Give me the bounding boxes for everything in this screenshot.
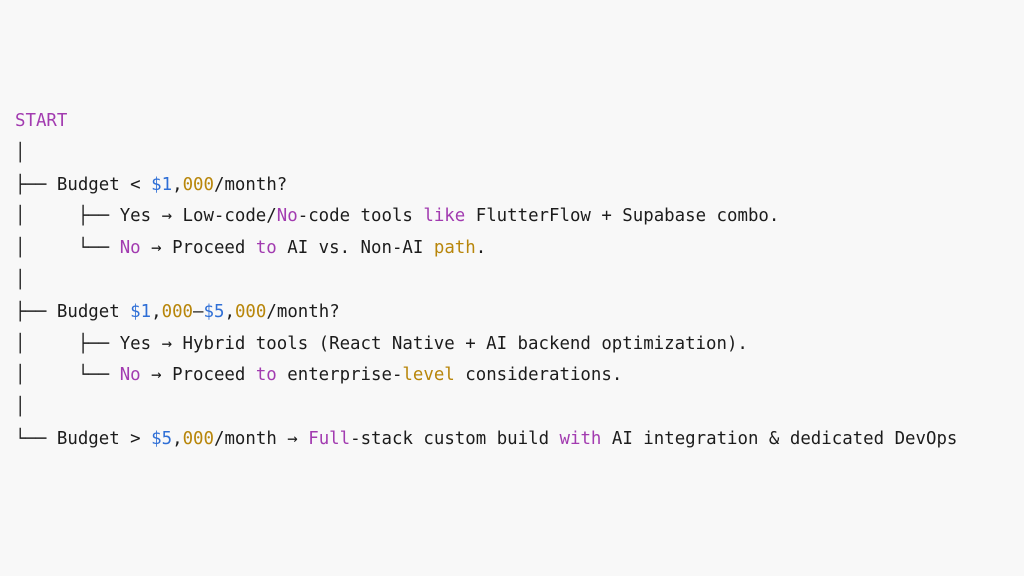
token-number: $5 (203, 301, 225, 322)
token-keyword: to (255, 238, 277, 259)
token-plain: │ ├── Yes → Low-code/ (15, 206, 277, 227)
token-keyword: with (559, 428, 602, 449)
token-amber: 000 (182, 174, 214, 195)
token-keyword: No (119, 365, 141, 386)
token-plain: , (172, 174, 183, 195)
token-keyword: like (423, 206, 466, 227)
token-number: $1 (130, 301, 152, 322)
token-keyword: No (276, 206, 298, 227)
token-amber: 000 (234, 301, 267, 322)
token-plain: /month? (266, 301, 340, 322)
token-plain: , (172, 428, 183, 449)
tree-line-budget-under-1000-yes: │ ├── Yes → Low-code/No-code tools like … (15, 201, 957, 233)
token-amber: 000 (161, 301, 194, 322)
token-plain: └── Budget > (15, 428, 152, 449)
token-plain: , (151, 301, 162, 322)
tree-line-budget-over-5000: └── Budget > $5,000/month → Full-stack c… (15, 424, 957, 456)
token-keyword: to (255, 365, 277, 386)
token-plain: │ └── (15, 238, 120, 259)
token-amber: level (402, 365, 455, 386)
token-plain: │ (15, 397, 26, 418)
tree-line-connector: │ (15, 138, 957, 170)
token-plain: /month? (213, 174, 288, 195)
token-plain: AI integration & dedicated DevOps (601, 428, 958, 449)
tree-line-budget-under-1000-no: │ └── No → Proceed to AI vs. Non-AI path… (15, 233, 957, 265)
tree-line-budget-under-1000: ├── Budget < $1,000/month? (15, 170, 957, 202)
tree-line-budget-1000-5000: ├── Budget $1,000–$5,000/month? (15, 297, 957, 329)
token-plain: │ └── (15, 365, 120, 386)
token-keyword: Full (308, 428, 351, 449)
token-plain: ├── Budget (15, 301, 131, 322)
token-plain: , (224, 301, 235, 322)
tree-line-start: START (15, 106, 957, 138)
token-plain: -code tools (297, 206, 424, 227)
token-plain: /month → (213, 428, 309, 449)
token-plain: – (193, 301, 204, 322)
token-amber: path (433, 238, 476, 259)
token-keyword: No (119, 238, 141, 259)
token-plain: ├── Budget < (15, 174, 152, 195)
token-plain: enterprise- (276, 365, 403, 386)
tree-line-budget-1000-5000-yes: │ ├── Yes → Hybrid tools (React Native +… (15, 329, 957, 361)
tree-line-connector: │ (15, 392, 957, 424)
token-number: $5 (151, 428, 173, 449)
token-keyword: START (15, 111, 68, 131)
token-number: $1 (151, 174, 173, 195)
token-plain: considerations. (454, 365, 623, 386)
budget-decision-tree: START│├── Budget < $1,000/month?│ ├── Ye… (15, 106, 957, 456)
token-plain: -stack custom build (350, 428, 560, 449)
tree-line-budget-1000-5000-no: │ └── No → Proceed to enterprise-level c… (15, 360, 957, 392)
token-plain: → Proceed (140, 238, 256, 259)
token-plain: │ (15, 269, 26, 290)
token-plain: . (475, 238, 487, 259)
token-plain: AI vs. Non-AI (276, 238, 434, 259)
token-plain: → Proceed (140, 365, 256, 386)
token-plain: │ (15, 142, 26, 163)
token-plain: FlutterFlow + Supabase combo. (465, 206, 780, 227)
tree-line-connector: │ (15, 265, 957, 297)
token-amber: 000 (182, 428, 214, 449)
token-plain: │ ├── Yes → Hybrid tools (React Native +… (15, 333, 748, 354)
